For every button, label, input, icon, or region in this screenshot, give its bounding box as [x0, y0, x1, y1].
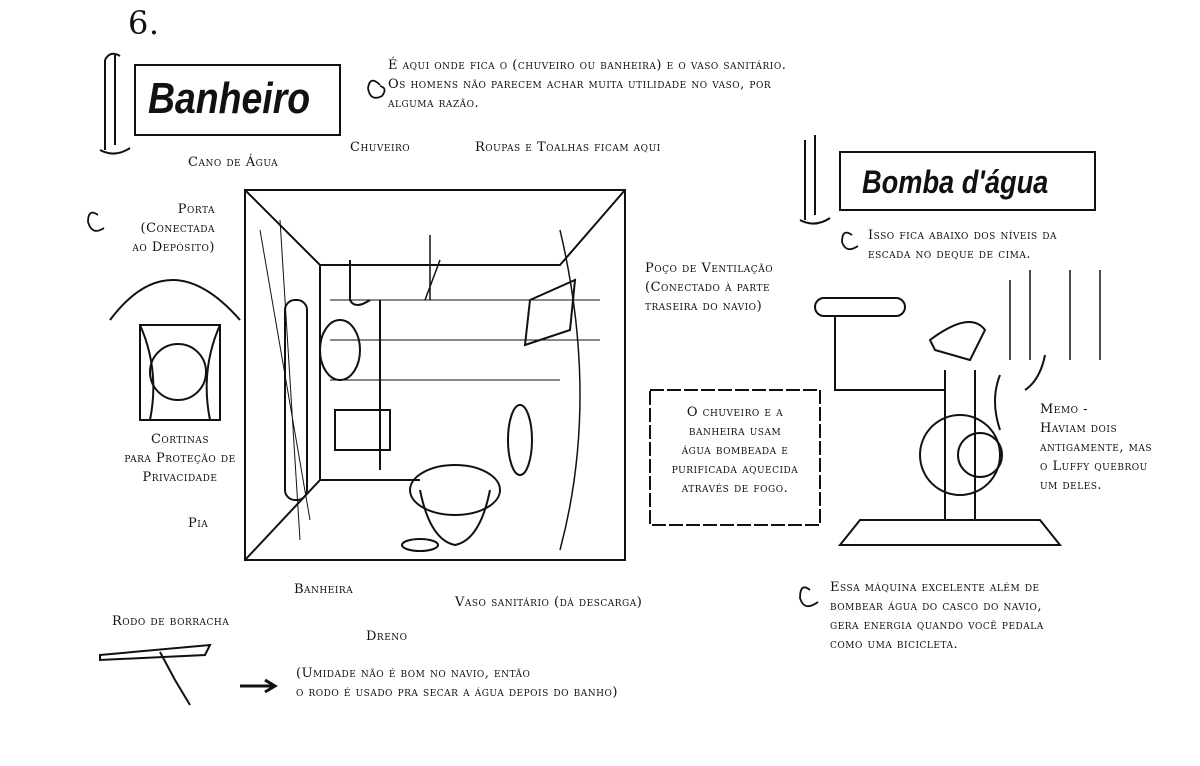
- bathroom-title-scroll: [99, 52, 341, 155]
- label-squeegee: Rodo de borracha: [112, 614, 230, 629]
- bathroom-sketch: [244, 189, 626, 561]
- water-pump-sketch: [814, 270, 1101, 546]
- pump-memo: Memo - Haviam dois antigamente, mas o Lu…: [1040, 402, 1152, 493]
- label-clothes-towels: Roupas e Toalhas ficam aqui: [475, 140, 661, 155]
- pump-description: Essa máquina excelente além de bombear á…: [830, 580, 1044, 652]
- label-shower: Chuveiro: [350, 140, 411, 155]
- bathroom-intro: É aqui onde fica o (chuveiro ou banheira…: [388, 58, 787, 111]
- note-box-frame: [649, 389, 821, 526]
- label-drain: Dreno: [366, 629, 408, 644]
- label-curtains: Cortinas para Proteção de Privacidade: [124, 432, 236, 485]
- pump-title: Bomba d'água: [862, 164, 1049, 200]
- bathroom-title: Banheiro: [148, 74, 311, 123]
- label-ventilation: Poço de Ventilação (Conectado à parte tr…: [645, 261, 774, 314]
- label-water-pipe: Cano de Água: [188, 155, 279, 170]
- squeegee-note: (Umidade não é bom no navio, então o rod…: [296, 666, 618, 700]
- box-note: O chuveiro e a banheira usam água bombea…: [671, 405, 799, 496]
- label-door: Porta (Conectada ao Depósito): [132, 202, 215, 255]
- page-number: 6.: [128, 4, 160, 42]
- label-sink: Pia: [188, 516, 209, 531]
- label-bathtub: Banheira: [294, 582, 354, 597]
- spiral-bullet-icons: [87, 79, 859, 608]
- pump-location-note: Isso fica abaixo dos níveis da escada no…: [868, 228, 1058, 262]
- curtain-sketch: [109, 279, 241, 421]
- squeegee-sketch: [99, 643, 278, 706]
- label-toilet: Vaso sanitário (dá descarga): [455, 595, 643, 610]
- pump-title-scroll: [799, 135, 1096, 225]
- arrow-icon: [240, 678, 278, 694]
